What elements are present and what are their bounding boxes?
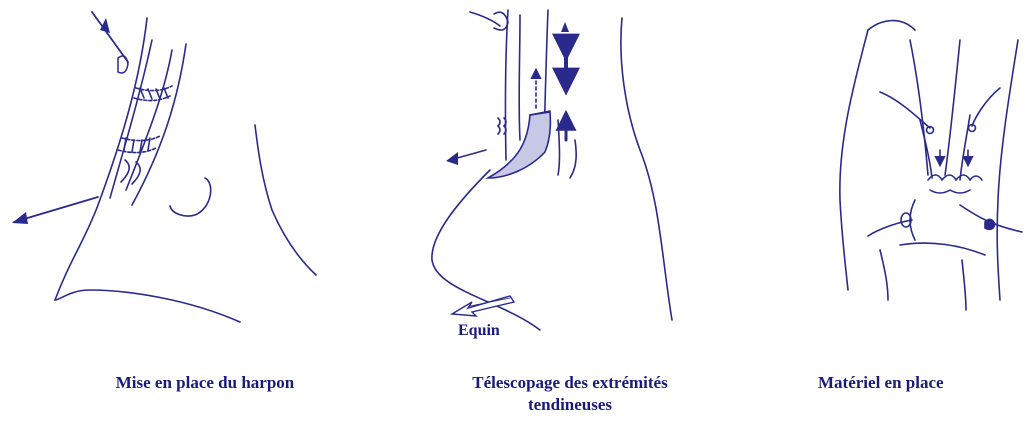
tendon-strand-a xyxy=(505,10,508,160)
leg-outline-right xyxy=(997,40,1018,300)
tendon-strand-b xyxy=(519,15,520,140)
caption-telescoping: Télescopage des extrémités tendineuses xyxy=(400,372,740,416)
anchor-left xyxy=(868,220,912,236)
panel-harpoon-drawing xyxy=(12,12,316,322)
leg-contour-right xyxy=(621,18,672,320)
leg-outline-left xyxy=(840,30,868,290)
malleolus xyxy=(170,178,211,216)
heel-contour xyxy=(55,290,240,322)
caption-telescoping-line1: Télescopage des extrémités xyxy=(400,372,740,394)
suture-threads-upper xyxy=(880,88,1000,128)
caption-telescoping-line2: tendineuses xyxy=(400,394,740,416)
thread-arrow-upper xyxy=(92,12,128,62)
tendon-outline-right xyxy=(132,44,186,205)
caption-hardware: Matériel en place xyxy=(800,372,1029,394)
panel-hardware-drawing xyxy=(840,21,1022,310)
tendon-outline-left xyxy=(55,18,147,300)
anchor-right xyxy=(985,219,995,229)
needle-entry xyxy=(118,56,128,73)
caption-harpoon: Mise en place du harpon xyxy=(55,372,355,394)
equin-label: Equin xyxy=(458,322,500,340)
repair-zone xyxy=(928,175,982,180)
panel-telescoping-drawing xyxy=(432,10,672,330)
